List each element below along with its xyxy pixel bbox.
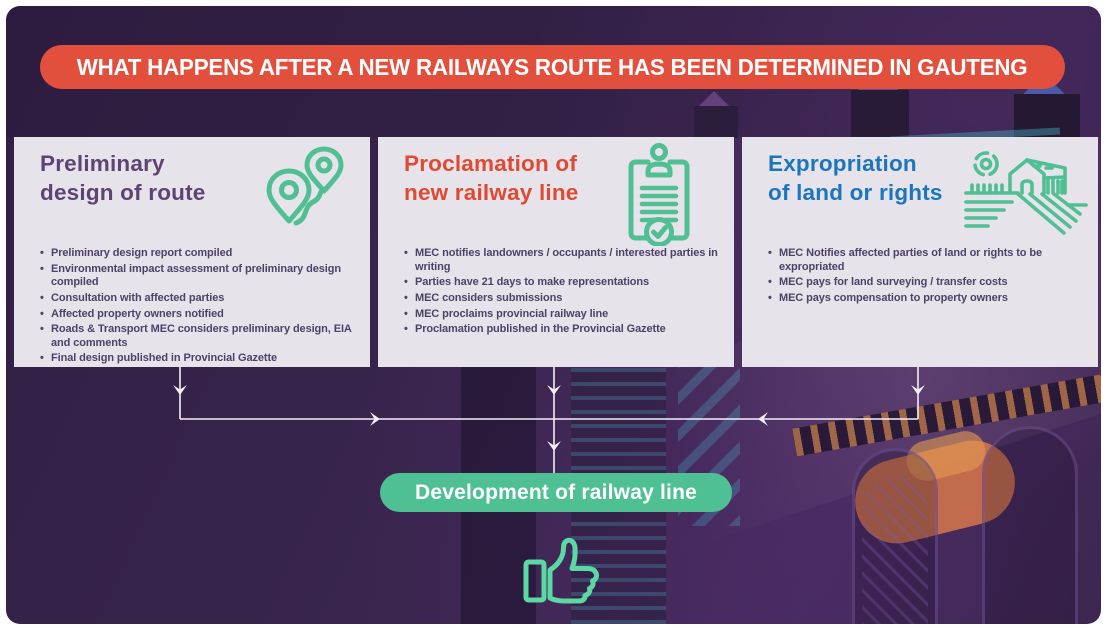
bullet-item: MEC pays compensation to property owners (768, 292, 1084, 306)
bullet-item: Environmental impact assessment of preli… (40, 263, 356, 290)
route-pins-icon (266, 146, 344, 226)
thumbs-up-icon (523, 537, 600, 604)
bullet-list: Preliminary design report compiled Envir… (40, 247, 356, 368)
bullet-item: MEC considers submissions (404, 292, 720, 306)
outcome-label: Development of railway line (415, 480, 697, 504)
card-title-line: new railway line (404, 179, 579, 205)
bullet-item: MEC Notifies affected parties of land or… (768, 247, 1084, 274)
card-expropriation: Expropriation of land or rights (742, 137, 1098, 367)
card-title: Expropriation of land or rights (768, 150, 943, 208)
bullet-item: Final design published in Provincial Gaz… (40, 352, 356, 366)
card-preliminary-design: Preliminary design of route Preliminary … (14, 137, 370, 367)
infographic-frame: WHAT HAPPENS AFTER A NEW RAILWAYS ROUTE … (6, 6, 1101, 624)
card-title-line: Proclamation of (404, 151, 578, 176)
bullet-item: MEC notifies landowners / occupants / in… (404, 247, 720, 274)
card-proclamation: Proclamation of new railway line MEC not… (378, 137, 734, 367)
bullet-item: MEC proclaims provincial railway line (404, 308, 720, 322)
farm-field-icon (964, 151, 1088, 235)
header-banner: WHAT HAPPENS AFTER A NEW RAILWAYS ROUTE … (40, 45, 1065, 89)
card-title-line: Expropriation (768, 151, 917, 176)
clipboard-check-icon (628, 143, 690, 246)
bullet-item: Affected property owners notified (40, 308, 356, 322)
stage-cards: Preliminary design of route Preliminary … (14, 137, 1098, 367)
bullet-item: Consultation with affected parties (40, 292, 356, 306)
bullet-item: Parties have 21 days to make representat… (404, 276, 720, 290)
bullet-list: MEC notifies landowners / occupants / in… (404, 247, 720, 339)
card-title: Proclamation of new railway line (404, 150, 579, 208)
bullet-item: Preliminary design report compiled (40, 247, 356, 261)
bullet-item: Proclamation published in the Provincial… (404, 323, 720, 337)
bullet-list: MEC Notifies affected parties of land or… (768, 247, 1084, 308)
card-title-line: Preliminary (40, 151, 165, 176)
card-title-line: of land or rights (768, 179, 943, 205)
bullet-item: MEC pays for land surveying / transfer c… (768, 276, 1084, 290)
card-title: Preliminary design of route (40, 150, 206, 208)
outcome-pill: Development of railway line (380, 473, 732, 512)
card-title-line: design of route (40, 179, 206, 205)
bullet-item: Roads & Transport MEC considers prelimin… (40, 323, 356, 350)
header-title: WHAT HAPPENS AFTER A NEW RAILWAYS ROUTE … (77, 53, 1028, 80)
